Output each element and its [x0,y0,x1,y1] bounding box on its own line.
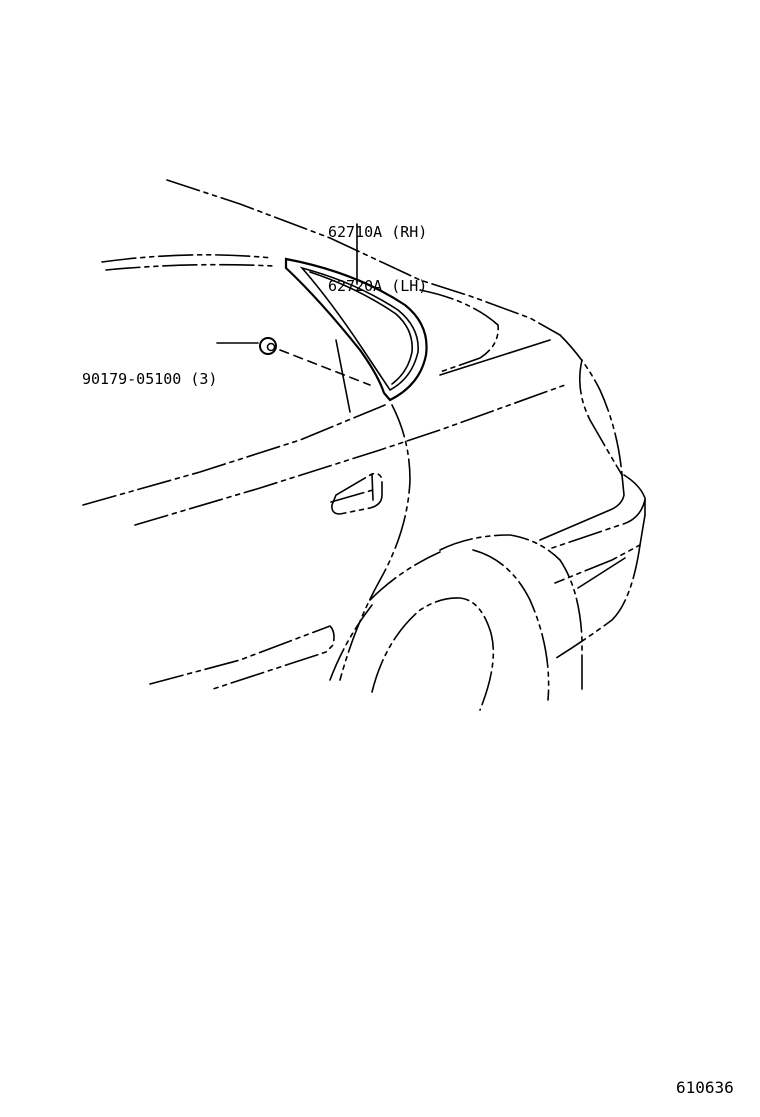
door-handle [331,472,383,515]
tire-outline [371,597,495,711]
rear-panel-lower [539,474,625,541]
quarter-window-inner-edge [299,266,419,392]
bumper-bottom-line [552,544,641,661]
wheel-arch-inner [472,549,550,701]
window-lower-line [105,263,275,271]
door-rear-edge [339,404,411,681]
bumper-mid-line [554,514,646,584]
beltline-lower [134,384,566,526]
beltline-upper [82,404,386,506]
trunk-crease [439,339,551,376]
part-number-lh: 62720A (LH) [328,277,428,295]
side-moulding [149,625,335,691]
part-number-rh: 62710A (RH) [328,223,428,241]
trunk-edge [559,334,623,476]
wheel-arch-outer [439,534,583,691]
door-handle-inner [330,489,374,503]
quarter-window-weatherstrip [284,257,428,402]
part-number-clip: 90179-05100 (3) [82,370,218,388]
deck-lid-line [419,289,499,373]
door-handle-split [371,473,374,501]
callout-label-weatherstrip: 62710A (RH) 62720A (LH) [328,187,427,331]
clip-install-line [279,349,371,386]
bumper-upper-line [551,499,646,549]
clip-hole [266,342,276,352]
figure-number: 610636 [676,1078,734,1097]
tail-lamp-edge [579,359,623,476]
fender-front-edge [329,604,373,681]
door-pillar-line [335,339,351,413]
window-upper-line [101,254,273,263]
bumper-lower-crease [577,557,626,589]
roof-line [166,179,561,336]
wheel-arch-front [369,551,441,601]
bumper-top-corner [623,474,646,516]
quarter-window-inner-edge-2 [309,271,413,385]
callout-label-clip: 90179-05100 (3) [82,334,217,424]
